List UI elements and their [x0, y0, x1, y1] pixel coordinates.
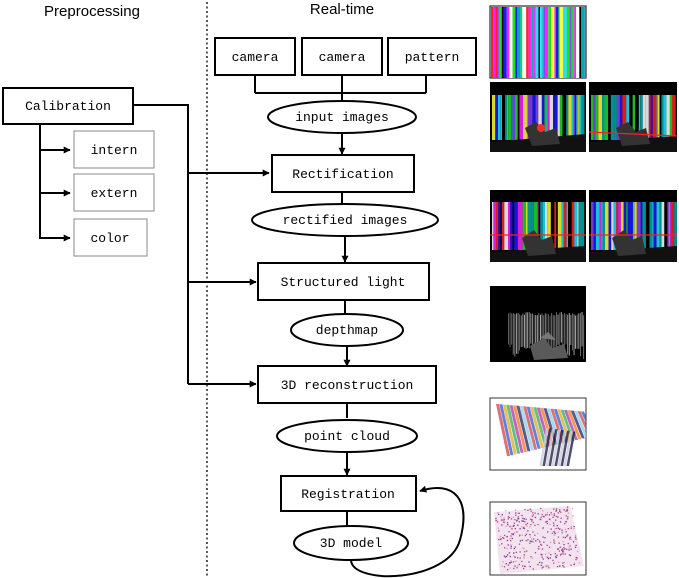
input-images-ellipse: input images [267, 100, 417, 134]
pattern-label: pattern [405, 50, 460, 65]
input-right-thumbnail [589, 82, 677, 152]
input-images-label: input images [295, 110, 389, 125]
model-ellipse: 3D model [293, 525, 409, 561]
pattern-box: pattern [387, 37, 477, 76]
preprocessing-header: Preprocessing [44, 3, 140, 20]
registration-box: Registration [280, 475, 417, 512]
structured-light-box: Structured light [257, 262, 430, 301]
depthmap-ellipse: depthmap [290, 313, 404, 347]
intern-box: intern [73, 130, 155, 169]
depthmap-thumbnail [490, 286, 586, 362]
color-label: color [90, 231, 129, 246]
camera-right-box: camera [301, 37, 383, 76]
calibration-feed-line [134, 104, 189, 384]
extern-label: extern [91, 186, 138, 201]
depthmap-label: depthmap [316, 323, 378, 338]
extern-box: extern [73, 173, 155, 212]
rectification-box: Rectification [271, 154, 415, 193]
calibration-label: Calibration [25, 99, 111, 114]
camera-left-box: camera [214, 37, 296, 76]
rectified-images-ellipse: rectified images [251, 203, 439, 237]
rectified-images-label: rectified images [283, 213, 408, 228]
stripe-pattern-thumbnail [489, 5, 587, 79]
model-label: 3D model [320, 536, 383, 551]
intern-label: intern [91, 143, 138, 158]
calibration-box: Calibration [2, 87, 134, 125]
registration-label: Registration [301, 487, 395, 502]
camera-right-label: camera [319, 50, 366, 65]
point-cloud-thumbnail [489, 397, 587, 471]
input-left-thumbnail [490, 82, 586, 152]
point-cloud-label: point cloud [304, 429, 390, 444]
model-thumbnail [489, 501, 587, 576]
camera-left-label: camera [232, 50, 279, 65]
realtime-header: Real-time [310, 1, 374, 18]
reconstruction-label: 3D reconstruction [281, 378, 414, 393]
calibration-tree-connector [39, 124, 71, 242]
point-cloud-ellipse: point cloud [276, 419, 418, 453]
color-box: color [73, 218, 148, 257]
rectification-label: Rectification [292, 167, 393, 182]
reconstruction-box: 3D reconstruction [257, 365, 437, 404]
rectified-left-thumbnail [490, 190, 586, 262]
registration-feedback-loop [350, 485, 465, 578]
rectified-right-thumbnail [589, 190, 677, 262]
structured-light-label: Structured light [281, 275, 406, 290]
